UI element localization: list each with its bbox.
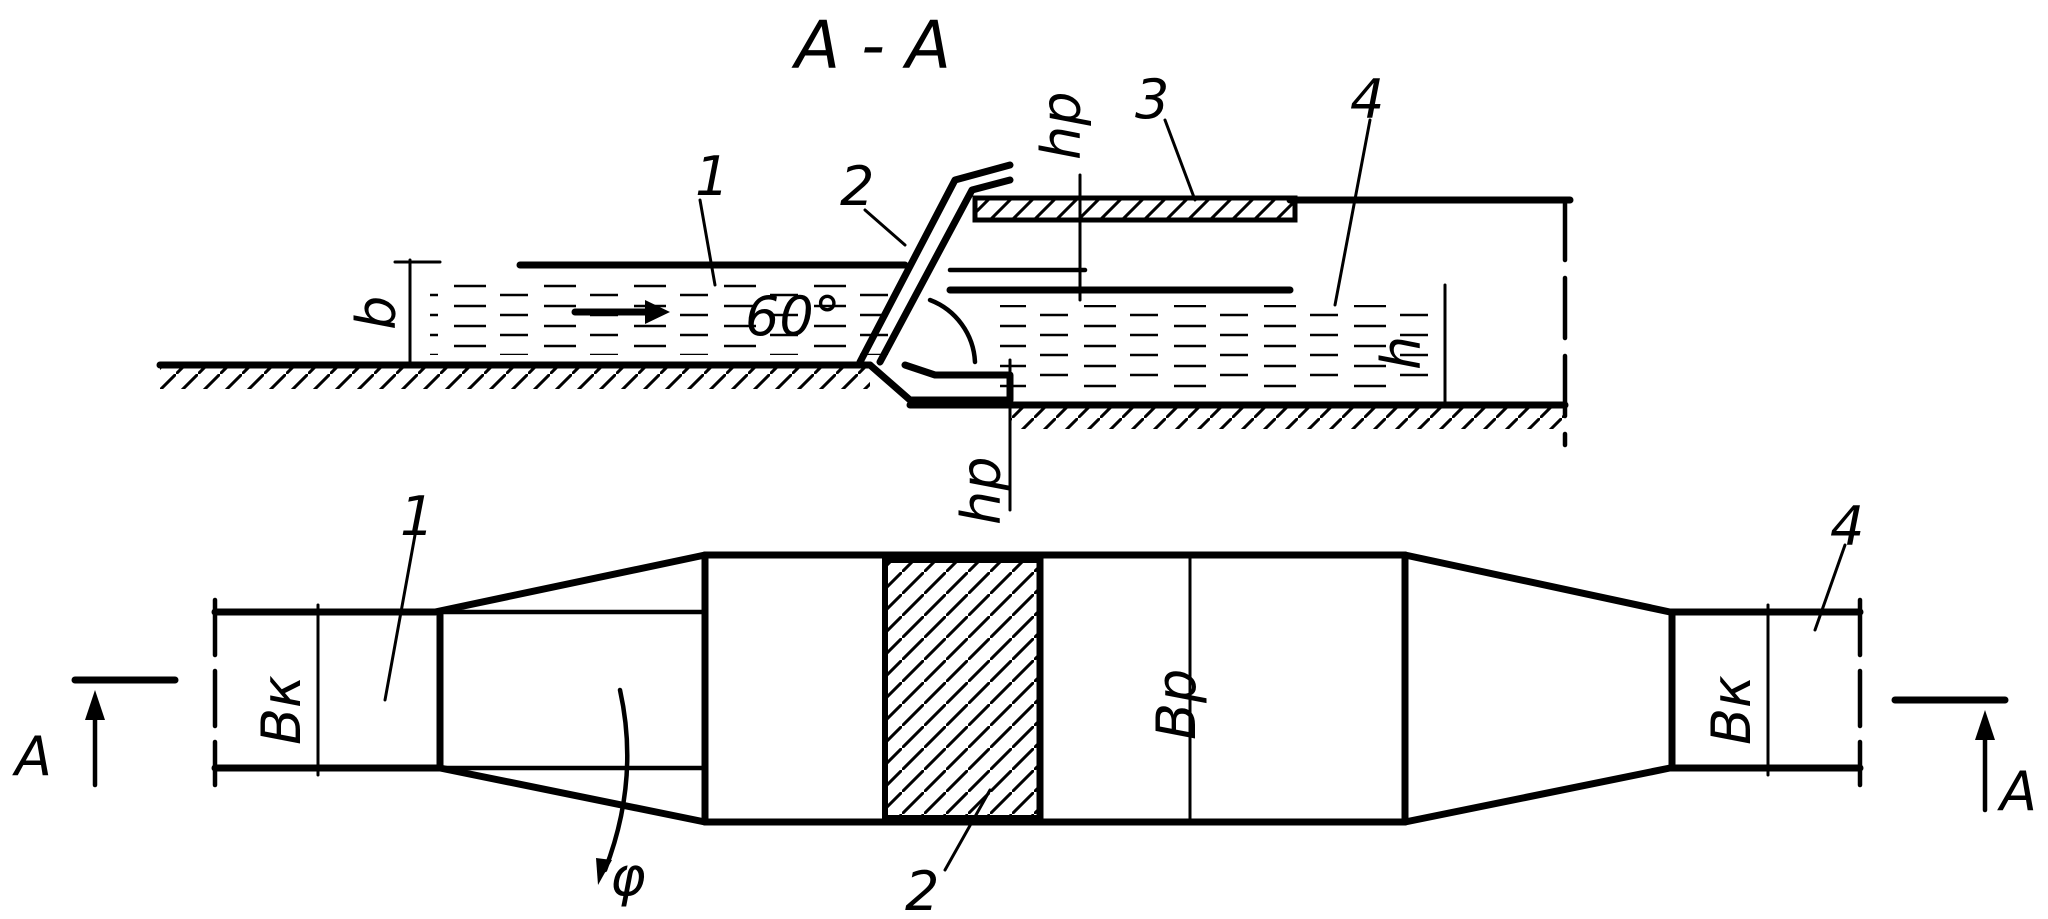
plan-label-2: 2 <box>905 860 939 919</box>
upstream-water <box>430 280 890 355</box>
flow-arrow-head <box>645 300 670 324</box>
dim-hp-top-label: hp <box>1030 91 1093 160</box>
leader-3 <box>1163 118 1197 202</box>
plan-leader-2 <box>943 788 992 872</box>
section-view: 60° b hp h hp 1 2 3 4 <box>156 68 1574 525</box>
inclined-screen <box>856 161 1014 366</box>
angle-arc <box>927 297 978 365</box>
label-2: 2 <box>840 155 874 218</box>
plan-phi-arrow <box>596 858 612 885</box>
plan-left-flare-top <box>431 551 709 616</box>
plan-right-flare-top <box>1401 551 1674 616</box>
plan-phi-label: φ <box>610 845 646 908</box>
downstream-ground-hatch <box>1010 407 1565 429</box>
plan-bk-right-label: Bк <box>1700 675 1763 745</box>
leader-4 <box>1333 118 1372 307</box>
cut-left-label: A <box>12 725 52 788</box>
plan-leader-4 <box>1813 543 1847 632</box>
leader-2 <box>863 208 907 247</box>
cut-right-arrowhead <box>1975 710 1995 740</box>
plan-label-1: 1 <box>400 485 434 548</box>
label-1: 1 <box>695 145 729 208</box>
plan-left-flare-bottom <box>436 764 709 826</box>
downstream-water <box>1000 305 1440 390</box>
leader-1 <box>698 198 717 287</box>
dim-b-label: b <box>345 296 408 330</box>
dim-h-label: h <box>1370 336 1433 370</box>
plan-screen <box>882 557 1043 821</box>
plan-label-4: 4 <box>1830 495 1864 558</box>
angle-label: 60° <box>745 285 841 348</box>
cut-right-label: A <box>1997 760 2037 823</box>
label-3: 3 <box>1135 68 1169 131</box>
plan-phi-arc <box>602 687 630 873</box>
deck-plate <box>972 195 1298 223</box>
inclined-screen-inner <box>876 176 1014 366</box>
plan-leader-1 <box>383 533 417 702</box>
plan-right-flare-bottom <box>1401 764 1674 826</box>
plan-bk-left-label: Bк <box>250 675 313 745</box>
label-4: 4 <box>1350 68 1384 131</box>
dim-hp-bottom-label: hp <box>950 456 1013 525</box>
plan-bp-label: Bр <box>1145 669 1208 740</box>
section-title: A - A <box>791 7 951 84</box>
plan-view: Bк Bр Bк φ 1 2 <box>12 485 2037 919</box>
step-drop <box>866 361 1014 404</box>
cut-left-arrowhead <box>85 690 105 720</box>
upstream-ground-hatch <box>160 367 870 389</box>
